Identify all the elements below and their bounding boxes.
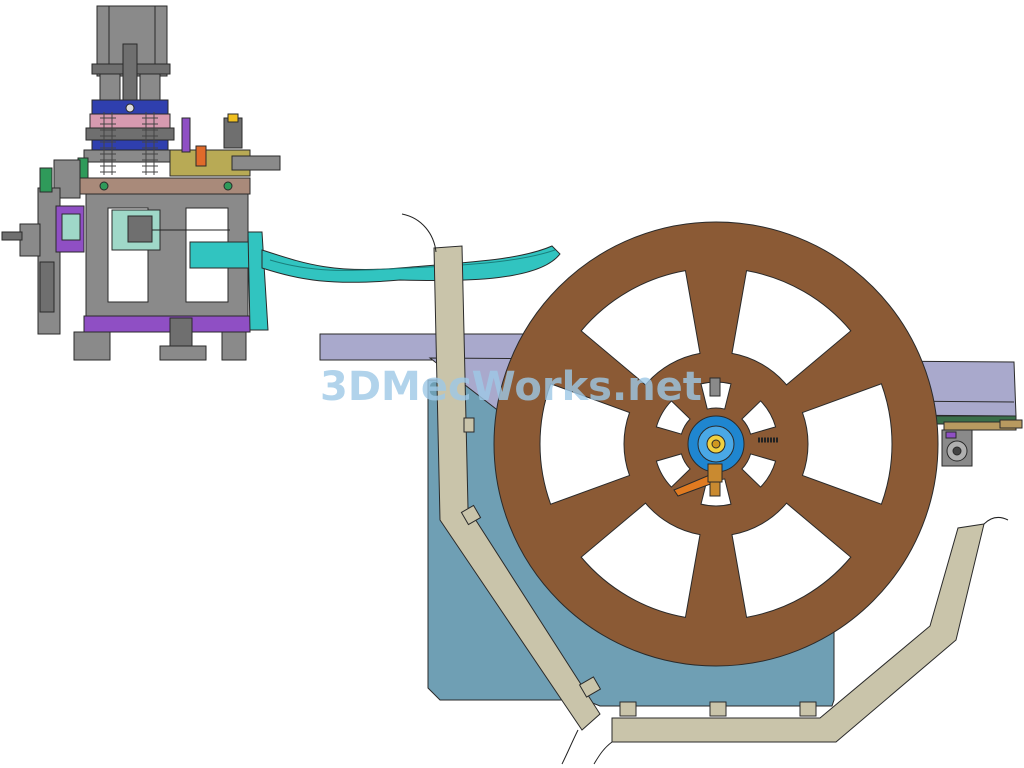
- die-set: [53, 99, 281, 199]
- entry-wire-guide: [401, 213, 602, 765]
- tension-roller: [941, 429, 973, 467]
- reel-hub-slot: [741, 453, 777, 488]
- reel-window: [580, 270, 701, 386]
- reel-hub-slot: [741, 400, 777, 435]
- watermark-text: 3DMecWorks.net: [320, 364, 702, 410]
- press-frame: [73, 177, 251, 361]
- lock-handle: [673, 463, 723, 497]
- press-machine: [1, 5, 281, 361]
- reel-window: [731, 270, 852, 386]
- air-cylinder: [91, 5, 171, 111]
- reel-window: [731, 502, 852, 618]
- reel-windows: [539, 270, 893, 618]
- reel-hub-slot: [655, 400, 691, 435]
- reel-window: [801, 383, 893, 505]
- reel-window: [580, 502, 701, 618]
- reel-window: [539, 383, 631, 505]
- spring-left: [100, 112, 116, 175]
- feed-hose: [189, 231, 561, 331]
- reel-hub-slot: [655, 453, 691, 488]
- exit-wire-guide: [593, 516, 1009, 765]
- side-actuator: [1, 167, 85, 335]
- spring-right: [142, 112, 158, 175]
